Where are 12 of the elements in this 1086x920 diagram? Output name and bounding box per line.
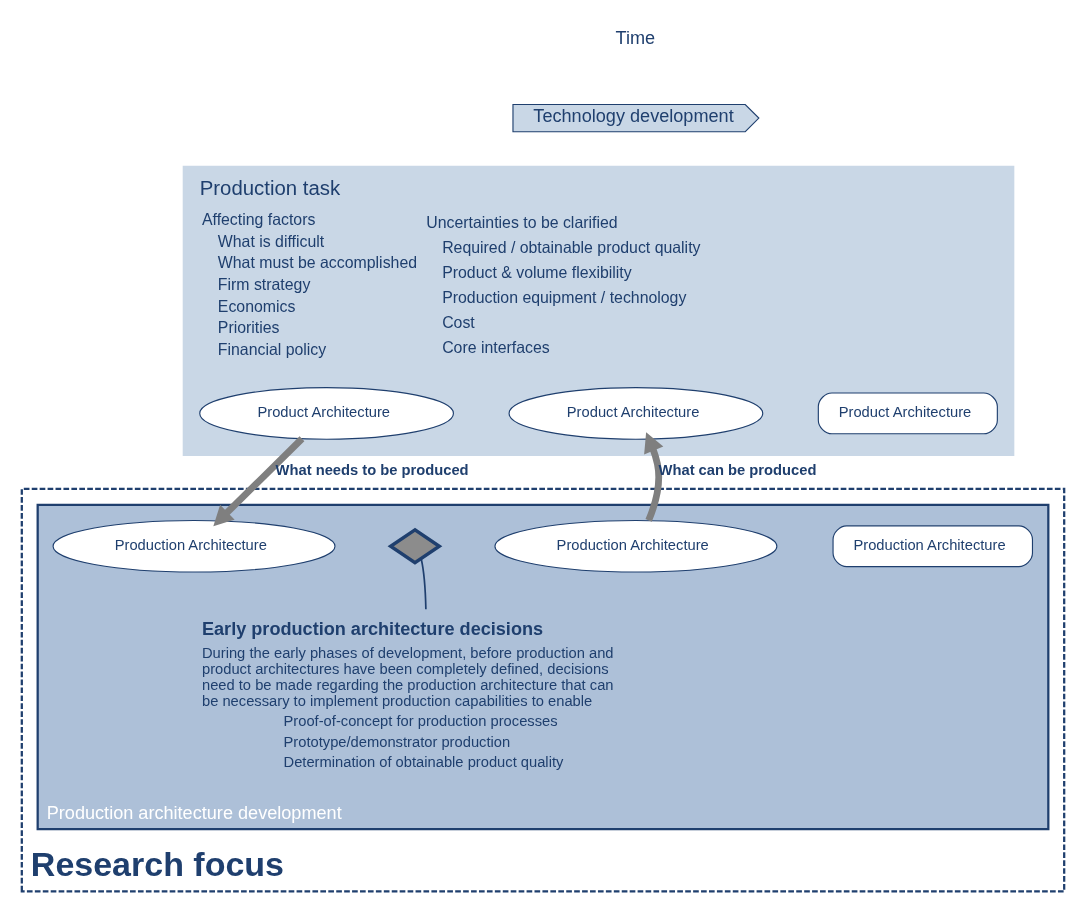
- node-box: Production Architecture: [832, 525, 1034, 568]
- arrow: [213, 436, 305, 527]
- node-diamond: [387, 527, 443, 565]
- node-ellipse: Production Architecture: [494, 519, 778, 573]
- node-ellipse: Production Architecture: [52, 519, 336, 573]
- connector: [420, 558, 427, 611]
- node-box: Product Architecture: [817, 392, 998, 435]
- edge-label: What needs to be produced: [275, 461, 469, 478]
- node-text: Early production architecture decisions During the early phases of development, before production and product architectures have been completely defined, decisions need to be made regarding the production architecture that can be necessary to implement production capabilities to enable Proof-of-concept for production processes Prototype/demonstrator production Determination of obtainable product quality: [201, 619, 614, 771]
- node-ellipse: Product Architecture: [508, 387, 764, 440]
- node-ellipse: Product Architecture: [199, 387, 454, 440]
- label: Time: [615, 28, 656, 49]
